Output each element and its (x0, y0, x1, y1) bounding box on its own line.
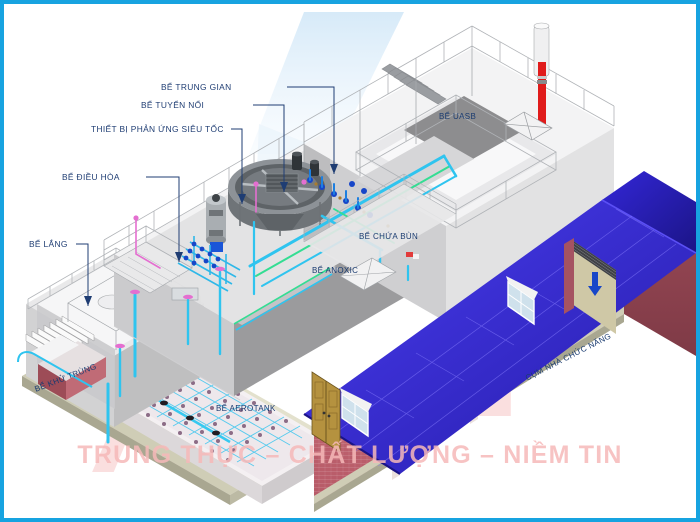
catwalk-platform (103, 225, 193, 294)
be-chua-bun-area (303, 173, 457, 291)
ground-service-pipes (113, 267, 333, 401)
thiet-bi-phan-ung-reactor (228, 151, 332, 236)
riser-pipes (106, 179, 307, 444)
cum-nha-chuc-nang-building (303, 171, 696, 512)
building-door (311, 371, 341, 453)
plant-3d-artwork (17, 22, 696, 512)
plan-label-be-aerotank: BỂ AEROTANK (216, 404, 276, 413)
callout-label-thiet-bi-phan-ung-sieu-toc: THIẾT BỊ PHẢN ỨNG SIÊU TỐC (91, 124, 224, 134)
be-aerotank-basin (122, 362, 334, 504)
callout-label-be-tuyen-noi: BỂ TUYỂN NỔI (141, 100, 205, 110)
plan-label-be-chua-bun: BỂ CHỨA BÙN (359, 232, 419, 241)
callout-label-be-dieu-hoa: BỂ ĐIỀU HÒA (62, 172, 120, 182)
rear-handrail-cage (303, 25, 615, 240)
plan-label-be-uasb: BỂ UASB (439, 112, 477, 121)
building-roller-door (564, 238, 617, 334)
chemical-dosing-skid (171, 236, 241, 301)
pressure-filter-vessel (206, 194, 226, 252)
callout-arrowheads (84, 164, 338, 306)
be-khu-trung-unit (31, 335, 106, 400)
plan-label-be-anoxic: BỂ ANOXIC (312, 266, 359, 275)
building-window-2 (340, 388, 372, 438)
callout-label-be-lang: BỂ LẮNG (29, 239, 68, 249)
building-window-1 (506, 276, 538, 326)
diagram-stage: A T (4, 4, 696, 518)
reactor-drives (292, 151, 319, 176)
callout-label-be-trung-gian: BỂ TRUNG GIAN (161, 82, 232, 92)
vent-stack (503, 22, 553, 141)
